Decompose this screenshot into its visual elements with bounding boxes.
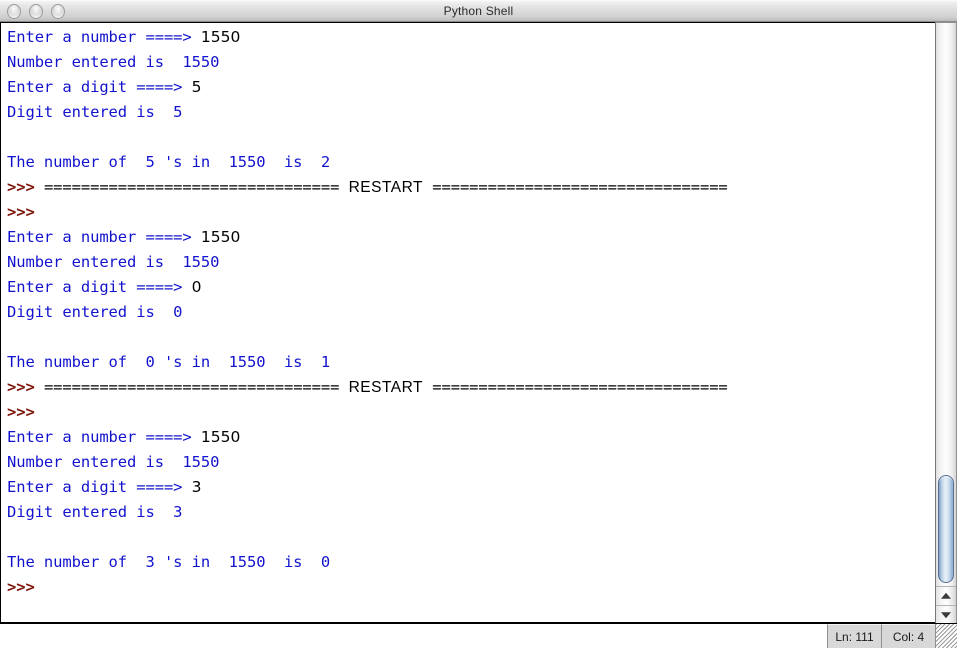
console-text-segment: 1550 xyxy=(200,28,241,46)
console-line: Digit entered is 5 xyxy=(7,100,935,125)
console-text-segment: 0 xyxy=(191,278,202,296)
console-line: >>> xyxy=(7,400,935,425)
console-text-segment: ================================ xyxy=(423,178,728,196)
console-text-segment: Enter a digit ====> xyxy=(7,78,192,96)
scroll-thumb[interactable] xyxy=(938,475,954,583)
console-text-segment: The number of 5 's in 1550 is 2 xyxy=(7,153,331,171)
console-line: The number of 0 's in 1550 is 1 xyxy=(7,350,935,375)
console-text-segment: >>> xyxy=(7,203,35,221)
close-button[interactable] xyxy=(7,4,21,19)
console-line xyxy=(7,525,935,550)
vertical-scrollbar[interactable] xyxy=(935,22,957,624)
console-text-segment: Enter a digit ====> xyxy=(7,478,192,496)
console-text-segment: Enter a number ====> xyxy=(7,228,201,246)
console-text-segment: ================================ xyxy=(43,178,349,196)
window-controls xyxy=(7,4,65,19)
window-titlebar[interactable]: Python Shell xyxy=(0,0,957,22)
console-text-segment: Digit entered is 0 xyxy=(7,303,183,321)
console-text-segment: Number entered is 1550 xyxy=(7,253,220,271)
console-text-segment: ================================ xyxy=(423,378,728,396)
triangle-down-icon xyxy=(941,612,951,619)
zoom-button[interactable] xyxy=(51,4,65,19)
console-line: Digit entered is 0 xyxy=(7,300,935,325)
console-text-segment: The number of 3 's in 1550 is 0 xyxy=(7,553,331,571)
console-line: Number entered is 1550 xyxy=(7,250,935,275)
triangle-up-icon xyxy=(941,592,951,599)
console-text-segment: RESTART xyxy=(348,179,424,196)
console-line: Number entered is 1550 xyxy=(7,450,935,475)
console-text-segment: Enter a number ====> xyxy=(7,428,201,446)
console-line: The number of 5 's in 1550 is 2 xyxy=(7,150,935,175)
console-text-segment: Digit entered is 5 xyxy=(7,103,183,121)
console-line: The number of 3 's in 1550 is 0 xyxy=(7,550,935,575)
console-line: >>> xyxy=(7,200,935,225)
console-text-segment: Number entered is 1550 xyxy=(7,53,220,71)
console-text-segment: 1550 xyxy=(200,428,241,446)
window-title: Python Shell xyxy=(443,4,514,18)
scrollbar-track[interactable] xyxy=(936,23,956,586)
console-text-segment: Enter a digit ====> xyxy=(7,278,192,296)
console-text-segment: >>> xyxy=(7,578,35,596)
scrollbar-arrows xyxy=(936,586,956,624)
console-text-segment: ================================ xyxy=(43,378,349,396)
column-indicator: Col: 4 xyxy=(881,624,935,648)
console-text-segment: 3 xyxy=(191,478,202,496)
console-text-segment: Digit entered is 3 xyxy=(7,503,183,521)
console-line: Enter a number ====> 1550 xyxy=(7,425,935,450)
console-line: Digit entered is 3 xyxy=(7,500,935,525)
console-line: >>> ================================ RES… xyxy=(7,375,935,400)
scroll-up-arrow[interactable] xyxy=(936,586,956,605)
scroll-down-arrow[interactable] xyxy=(936,605,956,624)
console-line: >>> ================================ RES… xyxy=(7,175,935,200)
console-line: Enter a digit ====> 0 xyxy=(7,275,935,300)
console-line: Enter a number ====> 1550 xyxy=(7,225,935,250)
console-text-segment: Enter a number ====> xyxy=(7,28,201,46)
console-text-segment: 5 xyxy=(191,78,202,96)
status-bar: Ln: 111 Col: 4 xyxy=(0,623,957,648)
minimize-button[interactable] xyxy=(29,4,43,19)
console-line: Number entered is 1550 xyxy=(7,50,935,75)
console-line: Enter a digit ====> 5 xyxy=(7,75,935,100)
console-text-segment: RESTART xyxy=(348,379,424,396)
console-text-segment: >>> xyxy=(7,378,44,396)
console-text-segment: 1550 xyxy=(200,228,241,246)
console-text-segment: Number entered is 1550 xyxy=(7,453,220,471)
line-indicator: Ln: 111 xyxy=(827,624,881,648)
console-line: Enter a number ====> 1550 xyxy=(7,25,935,50)
console-line: Enter a digit ====> 3 xyxy=(7,475,935,500)
console-text-segment: >>> xyxy=(7,403,35,421)
console-line: >>> xyxy=(7,575,935,600)
resize-grip[interactable] xyxy=(935,624,957,648)
console-line xyxy=(7,125,935,150)
console-line xyxy=(7,325,935,350)
console-text-segment: >>> xyxy=(7,178,44,196)
console-text-segment: The number of 0 's in 1550 is 1 xyxy=(7,353,331,371)
